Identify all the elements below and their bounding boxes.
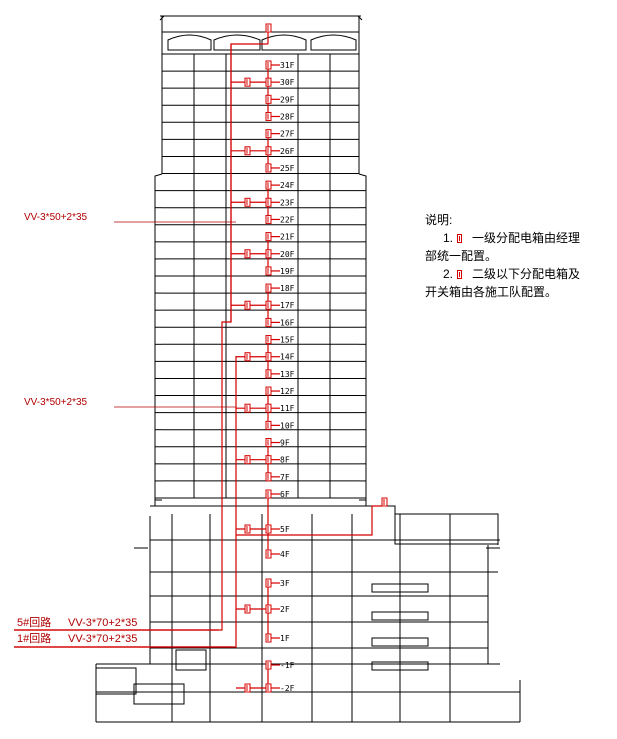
transfer-slab bbox=[154, 497, 367, 507]
floor-label: 31F bbox=[280, 61, 295, 70]
note-item-2: 2. 二级以下分配电箱及 bbox=[425, 265, 615, 283]
notes-title: 说明: bbox=[425, 213, 453, 227]
loop-cable-1: VV-3*70+2*35 bbox=[68, 633, 137, 645]
riser-5 bbox=[14, 43, 268, 631]
floor-label: 14F bbox=[280, 353, 295, 362]
building-outline bbox=[95, 15, 521, 723]
loop-callout-1: 1#回路 VV-3*70+2*35 bbox=[14, 632, 232, 648]
note-text: 二级以下分配电箱及 bbox=[472, 267, 581, 281]
cable-callout-upper: VV-3*50+2*35 bbox=[24, 212, 236, 223]
crown-arch bbox=[261, 34, 307, 51]
note-item-1: 1. 一级分配电箱由经理 bbox=[425, 229, 615, 247]
floor-label: 13F bbox=[280, 370, 295, 379]
loop-name-1: 1#回路 bbox=[17, 632, 51, 645]
floor-label: 6F bbox=[280, 490, 290, 499]
floor-label: 1F bbox=[280, 634, 290, 643]
floor-label: 11F bbox=[280, 404, 295, 413]
distribution-box-icon bbox=[457, 234, 463, 243]
floor-label: 2F bbox=[280, 605, 290, 614]
tower-setback-left bbox=[154, 173, 163, 501]
floor-label: 23F bbox=[280, 198, 295, 207]
note-number: 1. bbox=[443, 231, 454, 245]
floor-label: 30F bbox=[280, 78, 295, 87]
crown-arch bbox=[213, 34, 261, 51]
slab-opening bbox=[371, 611, 429, 621]
ramp bbox=[175, 649, 207, 671]
floor-label: 20F bbox=[280, 250, 295, 259]
slab-opening bbox=[371, 637, 429, 647]
roof-feeder bbox=[236, 505, 382, 536]
floor-label: 26F bbox=[280, 147, 295, 156]
floor-label: 18F bbox=[280, 284, 295, 293]
floor-label: 10F bbox=[280, 421, 295, 430]
distribution-box-icon bbox=[457, 270, 463, 279]
floor-label: -2F bbox=[280, 684, 295, 693]
basement-room bbox=[95, 667, 137, 695]
floor-label: 4F bbox=[280, 550, 290, 559]
floor-label: -1F bbox=[280, 661, 295, 670]
loop-name-5: 5#回路 bbox=[17, 616, 51, 629]
podium-roof bbox=[149, 516, 500, 541]
basement-room bbox=[133, 683, 185, 705]
floor-label: 3F bbox=[280, 579, 290, 588]
floor-label: 7F bbox=[280, 473, 290, 482]
floor-label: 16F bbox=[280, 318, 295, 327]
floor-label: 5F bbox=[280, 525, 290, 534]
floor-label: 25F bbox=[280, 164, 295, 173]
cable-callout-lower: VV-3*50+2*35 bbox=[24, 397, 236, 408]
distribution-boxes bbox=[244, 23, 388, 693]
note-item-1-continued: 部统一配置。 bbox=[425, 249, 498, 263]
loop-cable-5: VV-3*70+2*35 bbox=[68, 617, 137, 629]
cable-label-lower: VV-3*50+2*35 bbox=[24, 397, 88, 408]
floor-label: 22F bbox=[280, 215, 295, 224]
crown-arch bbox=[167, 34, 212, 51]
floor-label: 8F bbox=[280, 456, 290, 465]
podium-penthouse bbox=[394, 513, 499, 545]
podium-upper-right bbox=[366, 505, 499, 545]
slab-opening bbox=[371, 583, 429, 593]
floor-label: 27F bbox=[280, 130, 295, 139]
floor-label: 15F bbox=[280, 336, 295, 345]
floor-label: 29F bbox=[280, 95, 295, 104]
floor-label: 21F bbox=[280, 233, 295, 242]
cable-label-upper: VV-3*50+2*35 bbox=[24, 212, 88, 223]
floor-label: 24F bbox=[280, 181, 295, 190]
tower-setback-right bbox=[358, 173, 367, 501]
crown-ornament bbox=[159, 15, 363, 21]
floor-labels: 31F 30F 29F 28F 27F 26F 25F 24F 23F 22F 21F 20F 19F 1… bbox=[280, 61, 295, 693]
floor-label: 9F bbox=[280, 439, 290, 448]
slab-opening bbox=[371, 661, 429, 671]
note-number: 2. bbox=[443, 267, 454, 281]
note-item-2-continued: 开关箱由各施工队配置。 bbox=[425, 285, 558, 299]
notes-panel: 说明: 1. 一级分配电箱由经理 部统一配置。 2. 二级以下分配电箱及 开关箱由各… bbox=[425, 211, 615, 301]
note-text: 一级分配电箱由经理 bbox=[472, 231, 581, 245]
crown-arch bbox=[310, 34, 357, 51]
floor-label: 17F bbox=[280, 301, 295, 310]
floor-label: 12F bbox=[280, 387, 295, 396]
loop-callout-5: 5#回路 VV-3*70+2*35 bbox=[14, 616, 218, 631]
floor-label: 19F bbox=[280, 267, 295, 276]
power-cabling bbox=[14, 28, 382, 689]
floor-label: 28F bbox=[280, 112, 295, 121]
